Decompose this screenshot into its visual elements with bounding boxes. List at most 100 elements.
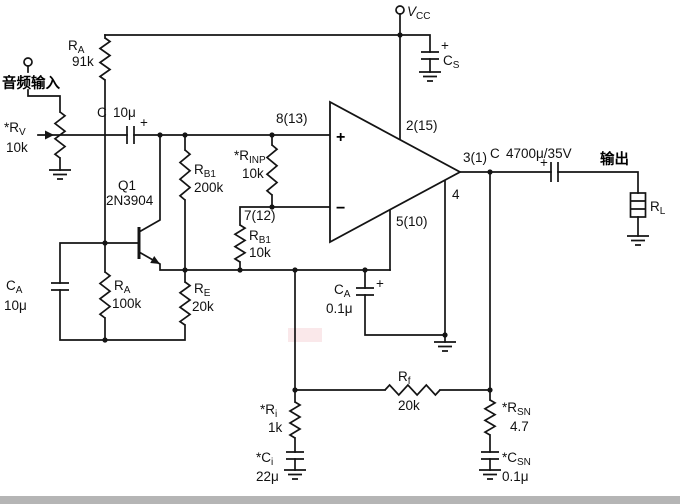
junction-dot xyxy=(487,169,493,175)
rsn-value: 4.7 xyxy=(510,419,529,434)
ground-icon-csn xyxy=(478,469,502,480)
capacitor-c-output: C 4700μ/35V + xyxy=(490,146,572,182)
csn-label: *CSN xyxy=(502,450,531,468)
capacitor-cs: + CS xyxy=(421,38,460,71)
opamp-noninverting-sign: + xyxy=(336,129,345,146)
ra-91k-value: 91k xyxy=(72,54,94,69)
csn-value: 0.1μ xyxy=(502,469,529,484)
transistor-q1: Q1 2N3904 xyxy=(106,178,160,264)
cs-plus-sign: + xyxy=(441,38,449,53)
cs-label: CS xyxy=(443,53,460,71)
vcc-name: V xyxy=(407,4,418,19)
ra-100k-value: 100k xyxy=(112,296,142,311)
resistor-ra-100k: RA 100k xyxy=(98,271,142,319)
rb1-10k-value: 10k xyxy=(249,245,271,260)
capacitor-ca-01u: CA + 0.1μ xyxy=(326,276,384,316)
rf-value: 20k xyxy=(398,398,420,413)
rb1-10k-label: RB1 xyxy=(249,228,271,246)
c-output-plus-sign: + xyxy=(540,155,548,170)
ca-10u-label: CA xyxy=(6,278,23,296)
potentiometer-rv: *RV 10k xyxy=(4,111,67,159)
junction-dot xyxy=(487,387,493,393)
wires-feedback xyxy=(294,171,491,471)
re-value: 20k xyxy=(192,299,214,314)
speaker-icon-lines xyxy=(630,200,646,210)
rinp-label: *RINP xyxy=(234,148,266,166)
ca-10u-plates xyxy=(51,282,69,291)
ca-01u-plates xyxy=(356,287,374,296)
pin-label-3-1: 3(1) xyxy=(463,150,487,165)
pin-label-2-15: 2(15) xyxy=(406,118,438,133)
output-label: 输出 xyxy=(600,150,629,168)
opamp: + − 8(13) 7(12) 2(15) 3(1) 4 5(10) xyxy=(244,100,487,244)
capacitor-ca-10u: CA 10μ xyxy=(4,278,69,313)
capacitor-ci: *Ci 22μ xyxy=(256,450,304,484)
c-input-label: C xyxy=(97,105,107,120)
rv-resistor-body xyxy=(53,111,67,159)
capacitor-c-input: C 10μ + xyxy=(97,105,148,144)
junction-dot xyxy=(397,32,403,38)
ground-icon-rl xyxy=(626,235,650,246)
ri-label: *Ri xyxy=(260,402,277,420)
ra-100k-body xyxy=(98,271,112,319)
ca-10u-value: 10μ xyxy=(4,298,27,313)
q1-designator: Q1 xyxy=(118,178,136,193)
junction-dot xyxy=(269,204,275,210)
rinp-value: 10k xyxy=(242,166,264,181)
rv-label: *RV xyxy=(4,120,26,138)
speaker-rl: RL xyxy=(629,192,666,218)
rinp-body xyxy=(265,144,279,196)
re-body xyxy=(178,281,192,326)
junction-dot xyxy=(292,267,298,273)
audio-input-label: 音频输入 xyxy=(2,74,60,92)
audio-input-terminal: 音频输入 xyxy=(2,57,60,92)
capacitor-cs-plates xyxy=(421,51,439,60)
rv-wiper-arrow-icon xyxy=(45,130,54,140)
vcc-sub: CC xyxy=(416,11,430,22)
rsn-label: *RSN xyxy=(502,400,531,418)
q1-emitter-arrow-icon xyxy=(150,256,160,264)
junction-dot xyxy=(269,132,275,138)
ra-91k-body xyxy=(98,37,112,81)
ci-value: 22μ xyxy=(256,469,279,484)
junction-dot xyxy=(182,132,188,138)
wires-output xyxy=(459,171,639,237)
junction-dot xyxy=(157,132,163,138)
c-input-plus-sign: + xyxy=(140,115,148,130)
resistor-re: RE 20k xyxy=(178,281,214,326)
pin-label-4: 4 xyxy=(452,187,460,202)
rsn-body xyxy=(483,399,497,436)
c-output-plates xyxy=(550,162,559,182)
q1-part-number: 2N3904 xyxy=(106,193,154,208)
junction-dot xyxy=(182,267,188,273)
c-output-label: C xyxy=(490,146,500,161)
vcc-terminal: VCC xyxy=(395,4,430,22)
junction-dot xyxy=(102,337,108,343)
c-output-value: 4700μ/35V xyxy=(506,146,572,161)
output-terminal: 输出 xyxy=(600,150,629,168)
wires-power-rail xyxy=(104,13,431,141)
ci-label: *Ci xyxy=(256,450,273,468)
ground-icon-cs xyxy=(418,71,442,82)
speaker-icon xyxy=(629,192,647,218)
resistor-rf: Rf 20k xyxy=(384,369,441,413)
junction-dot xyxy=(292,387,298,393)
junction-dots xyxy=(102,32,493,393)
circuit-wiring xyxy=(27,13,639,471)
ground-icon-rv xyxy=(48,169,72,180)
junction-dot xyxy=(102,240,108,246)
rf-label: Rf xyxy=(398,369,411,387)
ca-01u-plus-sign: + xyxy=(376,276,384,291)
ca-01u-value: 0.1μ xyxy=(326,301,353,316)
junction-dot xyxy=(442,332,448,338)
vcc-terminal-icon xyxy=(395,5,405,15)
ci-plates xyxy=(286,451,304,460)
resistor-rsn: *RSN 4.7 xyxy=(483,399,531,436)
c-input-plates xyxy=(126,126,135,144)
pin-label-7-12: 7(12) xyxy=(244,208,276,223)
re-label: RE xyxy=(194,281,211,299)
rb1-200k-body xyxy=(178,149,192,201)
rv-value: 10k xyxy=(6,140,28,155)
